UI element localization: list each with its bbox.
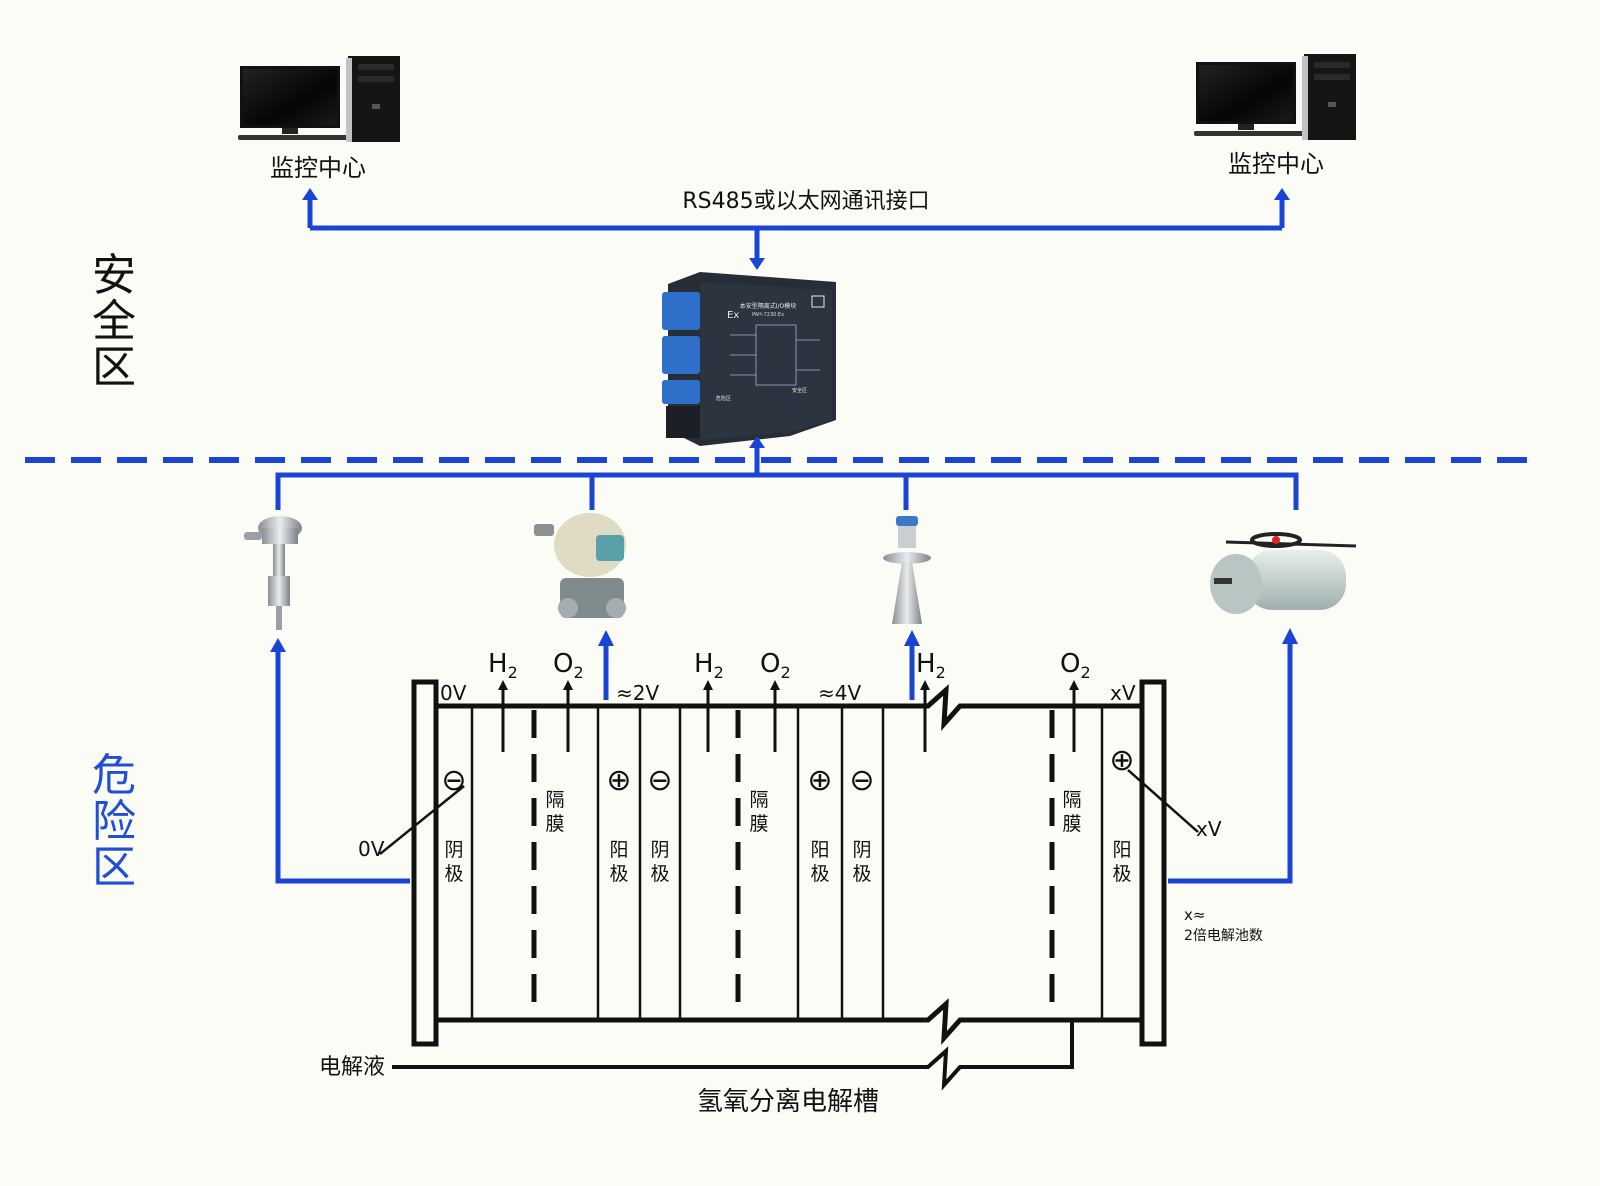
plus-icon: ⊕ — [807, 763, 832, 798]
hazard-zone-label: 危 险 区 — [92, 750, 136, 893]
safe-zone-char: 全 — [92, 296, 136, 347]
safe-zone-label: 安 全 区 — [92, 250, 136, 393]
note-line-1: x≈ — [1184, 906, 1205, 924]
anode-label: 极 — [810, 863, 829, 885]
arrow-up-icon — [749, 436, 765, 448]
cathode-label: 极 — [444, 863, 463, 885]
minus-icon: ⊖ — [849, 763, 874, 798]
gas-label-h2: H2 — [916, 649, 946, 682]
arrow-down-icon — [749, 258, 765, 270]
voltage-label-xv: xV — [1110, 681, 1136, 705]
monitor-center-left: 监控中心 — [238, 56, 400, 182]
membrane-label: 隔 — [749, 789, 768, 811]
hazard-zone-char: 危 — [92, 750, 136, 801]
gas-label-o2: O2 — [1060, 649, 1091, 682]
module-title: 本安型隔离式I/O模块 — [740, 302, 797, 310]
gas-arrow-icon — [498, 680, 508, 690]
gas-label-h2: H2 — [694, 649, 724, 682]
ex-mark: Ex — [727, 310, 739, 321]
electrolyte-label: 电解液 — [319, 1055, 385, 1080]
arrow-up-icon — [1274, 188, 1290, 200]
anode-label: 阳 — [1112, 839, 1131, 861]
module-safe-side: 安全区 — [792, 387, 807, 394]
cathode-label: 阴 — [852, 839, 871, 861]
arrow-up-icon — [598, 630, 614, 646]
module-model: PAH-7230.Ex — [752, 312, 784, 318]
voltage-label-0v: 0V — [440, 681, 467, 705]
membrane-label: 膜 — [749, 813, 768, 835]
brand-logo-icon — [811, 295, 825, 308]
pressure-transmitter — [534, 513, 626, 618]
minus-icon: ⊖ — [441, 763, 466, 798]
terminal-label-xv: xV — [1196, 817, 1222, 841]
arrow-up-icon — [270, 638, 286, 652]
field-bus — [275, 446, 1299, 510]
arrow-up-icon — [904, 630, 920, 646]
terminal-label-0v: 0V — [358, 837, 385, 861]
radar-level-meter — [883, 516, 931, 624]
hazard-zone-char: 险 — [92, 796, 136, 847]
gas-label-o2: O2 — [760, 649, 791, 682]
end-plate-right — [1139, 679, 1167, 1047]
arrow-up-icon — [302, 188, 318, 200]
arrow-up-icon — [1282, 628, 1298, 644]
electrolyzer-title: 氢氧分离电解槽 — [697, 1087, 879, 1117]
safe-zone-char: 区 — [92, 342, 136, 393]
monitor-center-right: 监控中心 — [1194, 54, 1356, 178]
plus-icon: ⊕ — [1109, 743, 1134, 778]
voltage-label-4v: ≈4V — [818, 681, 861, 705]
membrane-label: 隔 — [1062, 789, 1081, 811]
monitor-label: 监控中心 — [1228, 150, 1324, 178]
membrane-label: 隔 — [545, 789, 564, 811]
gas-arrow-icon — [770, 680, 780, 690]
module-hazard-side: 危险区 — [716, 395, 731, 402]
anode-label: 阳 — [609, 839, 628, 861]
anode-label: 极 — [609, 863, 628, 885]
gas-arrow-icon — [703, 680, 713, 690]
gas-labels: H2 O2 H2 O2 H2 O2 — [488, 649, 1091, 682]
isolation-io-module: Ex 本安型隔离式I/O模块 PAH-7230.Ex 危险区 安全区 — [662, 272, 836, 446]
cathode-label: 阴 — [444, 839, 463, 861]
cathode-label: 极 — [650, 863, 669, 885]
cathode-label: 极 — [852, 863, 871, 885]
membrane-label: 膜 — [545, 813, 564, 835]
comm-bus — [307, 198, 1285, 258]
membrane-label: 膜 — [1062, 813, 1081, 835]
gas-arrow-icon — [920, 680, 930, 690]
hazard-zone-char: 区 — [92, 842, 136, 893]
computer-icon — [1194, 54, 1356, 140]
electric-actuator — [1210, 532, 1357, 614]
plus-icon: ⊕ — [606, 763, 631, 798]
note-line-2: 2倍电解池数 — [1184, 928, 1263, 944]
temperature-sensor — [244, 516, 302, 630]
anode-label: 极 — [1112, 863, 1131, 885]
electrolyzer-cell — [379, 679, 1199, 1091]
computer-icon — [238, 56, 400, 142]
safe-zone-char: 安 — [92, 250, 136, 301]
gas-label-o2: O2 — [553, 649, 584, 682]
gas-arrow-icon — [563, 680, 573, 690]
end-plate-left — [411, 679, 439, 1047]
comm-interface-label: RS485或以太网通讯接口 — [682, 189, 929, 214]
gas-label-h2: H2 — [488, 649, 518, 682]
voltage-label-2v: ≈2V — [616, 681, 659, 705]
cathode-label: 阴 — [650, 839, 669, 861]
minus-icon: ⊖ — [647, 763, 672, 798]
anode-label: 阳 — [810, 839, 829, 861]
signal-lines — [275, 642, 1293, 884]
monitor-label: 监控中心 — [270, 154, 366, 182]
gas-arrow-icon — [1069, 680, 1079, 690]
